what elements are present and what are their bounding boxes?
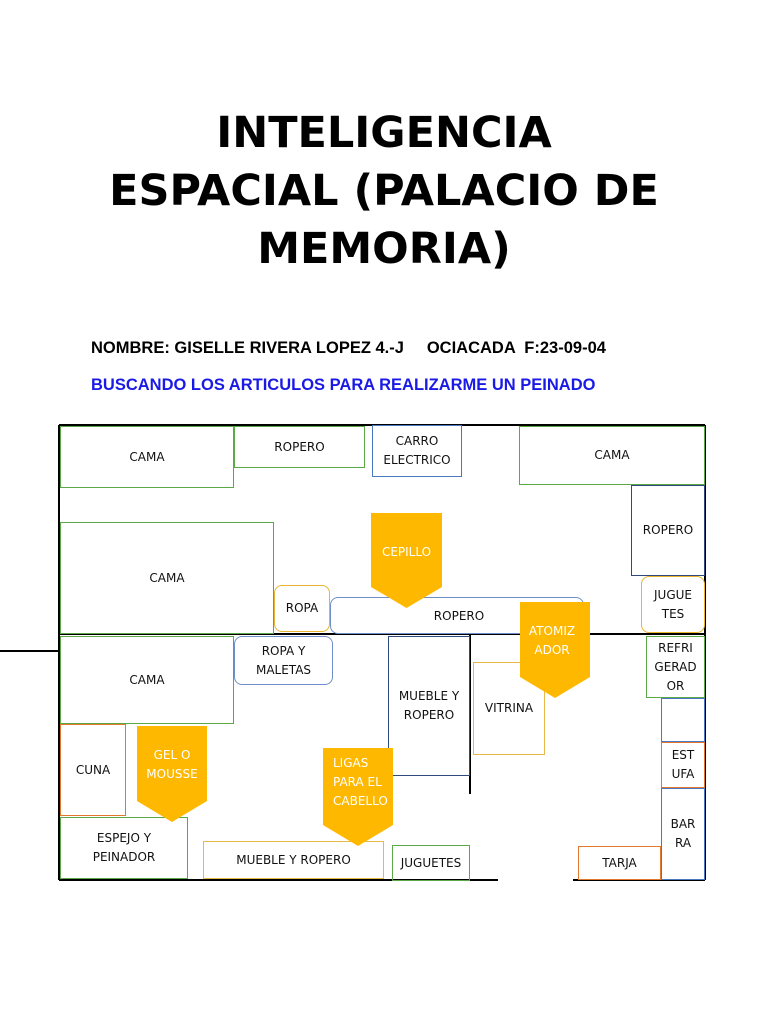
juguetes-right: JUGUE TES [641, 576, 705, 633]
cama-top-right: CAMA [519, 426, 705, 485]
refrigerador: REFRI GERAD OR [646, 636, 705, 698]
carro-electrico-label: CARRO ELECTRICO [383, 434, 451, 467]
kitchen-counter-upper [661, 698, 705, 742]
cama-low-left: CAMA [60, 636, 234, 724]
student-name-line: NOMBRE: GISELLE RIVERA LOPEZ 4.-J OCIACA… [91, 339, 606, 357]
ropero-right-label: ROPERO [642, 523, 694, 537]
page-title: INTELIGENCIA ESPACIAL (PALACIO DE MEMORI… [0, 104, 768, 278]
mueble-ropero-center-label: MUEBLE Y ROPERO [398, 689, 460, 722]
juguetes-right-label: JUGUE TES [654, 587, 692, 621]
marker-gel-mousse-shape [137, 726, 207, 822]
espejo-peinador: ESPEJO Y PEINADOR [60, 817, 188, 879]
mueble-ropero-bottom: MUEBLE Y ROPERO [203, 841, 384, 879]
cama-mid-left: CAMA [60, 522, 274, 634]
espejo-peinador-label: ESPEJO Y PEINADOR [92, 831, 156, 864]
estufa: EST UFA [661, 742, 705, 788]
juguetes-bottom: JUGUETES [392, 845, 470, 881]
marker-atomizador-shape [520, 602, 590, 698]
tarja-label: TARJA [602, 855, 637, 870]
ropero-top-label: ROPERO [274, 439, 325, 454]
title-line-1: INTELIGENCIA [216, 108, 552, 158]
ropa-label: ROPA [285, 601, 319, 615]
tarja: TARJA [578, 846, 661, 880]
marker-atomizador-label: ATOMIZ ADOR [528, 624, 576, 657]
marker-gel-mousse-label: GEL O MOUSSE [146, 748, 198, 781]
cama-mid-left-label: CAMA [149, 570, 185, 585]
refrigerador-label: REFRI GERAD OR [654, 640, 697, 693]
title-line-3: MEMORIA) [257, 224, 511, 274]
vitrina: VITRINA [473, 662, 545, 755]
ropero-top: ROPERO [234, 426, 365, 468]
cama-top-left-label: CAMA [129, 449, 165, 464]
mueble-ropero-center: MUEBLE Y ROPERO [388, 636, 470, 776]
ropa-maletas-label: ROPA Y MALETAS [255, 643, 312, 677]
juguetes-bottom-label: JUGUETES [400, 855, 462, 870]
marker-gel-mousse: GEL O MOUSSE [137, 726, 207, 822]
ropa: ROPA [274, 585, 330, 632]
marker-atomizador: ATOMIZ ADOR [520, 602, 590, 698]
estufa-label: EST UFA [671, 748, 695, 781]
cuna: CUNA [60, 724, 126, 816]
marker-ligas-label: LIGAS PARA EL CABELLO [333, 756, 388, 808]
marker-ligas-shape [323, 748, 393, 846]
title-line-2: ESPACIAL (PALACIO DE [109, 166, 659, 216]
ropa-maletas: ROPA Y MALETAS [234, 636, 333, 685]
cama-top-left: CAMA [60, 426, 234, 488]
mueble-ropero-bottom-label: MUEBLE Y ROPERO [236, 852, 351, 867]
subtitle: BUSCANDO LOS ARTICULOS PARA REALIZARME U… [91, 376, 596, 394]
cama-low-left-label: CAMA [129, 672, 165, 687]
barra-label: BAR RA [670, 817, 696, 850]
marker-cepillo: CEPILLO [371, 513, 442, 608]
ropero-right: ROPERO [631, 485, 705, 576]
carro-electrico: CARRO ELECTRICO [372, 425, 462, 477]
barra: BAR RA [661, 788, 705, 880]
marker-cepillo-label: CEPILLO [381, 545, 432, 559]
cama-top-right-label: CAMA [594, 448, 630, 462]
cuna-label: CUNA [75, 762, 111, 777]
marker-cepillo-shape [371, 513, 442, 608]
vitrina-label: VITRINA [484, 701, 534, 715]
marker-ligas: LIGAS PARA EL CABELLO [323, 748, 393, 846]
ropero-mid-label: ROPERO [433, 609, 485, 623]
